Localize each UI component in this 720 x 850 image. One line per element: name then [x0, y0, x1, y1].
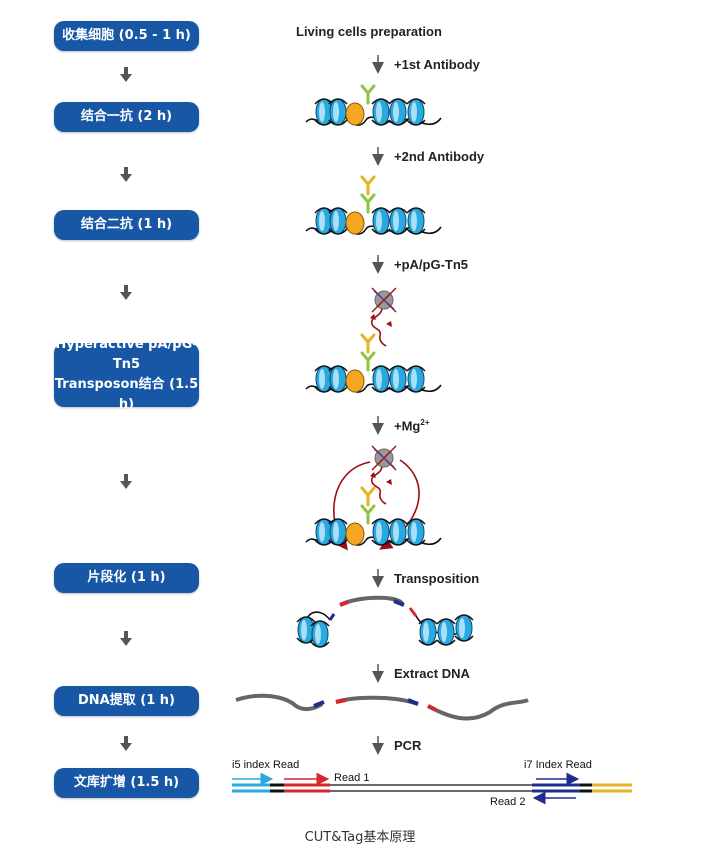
figure-caption: CUT&Tag基本原理: [304, 830, 416, 845]
step-library-amplification: 文库扩增 (1.5 h): [54, 768, 199, 798]
down-arrow-icon: [120, 631, 132, 646]
step-label-line1: Hyperactive pA/pG-Tn5: [55, 337, 198, 372]
step-label-line2: Transposon结合 (1.5 h): [54, 377, 199, 412]
schematic-title: Living cells preparation: [296, 24, 442, 39]
label-read1: Read 1: [334, 772, 369, 784]
step-label: 结合二抗 (1 h): [80, 217, 173, 232]
tn5-complex-stage-4: [369, 445, 397, 505]
step-collect-cells: 收集细胞 (0.5 - 1 h): [54, 21, 199, 51]
step-dna-extraction: DNA提取 (1 h): [54, 686, 199, 716]
step-label: DNA提取 (1 h): [78, 693, 175, 708]
label-transposition: Transposition: [394, 571, 480, 586]
mg-text: +Mg: [394, 418, 421, 434]
step-secondary-antibody: 结合二抗 (1 h): [54, 210, 199, 240]
down-arrow-icon: [120, 67, 132, 82]
chromatin-stage-2: [306, 175, 441, 234]
label-second-antibody: +2nd Antibody: [394, 149, 485, 164]
label-tn5: +pA/pG-Tn5: [394, 257, 469, 272]
chromatin-stage-4: [306, 486, 441, 545]
mg-superscript: 2+: [420, 418, 430, 427]
label-i7-index-read: i7 Index Read: [524, 759, 592, 771]
step-label: 片段化 (1 h): [87, 570, 166, 585]
label-extract-dna: Extract DNA: [394, 666, 470, 681]
down-arrow-icon: [120, 474, 132, 489]
label-read2: Read 2: [490, 796, 525, 808]
pcr-library: [232, 772, 632, 805]
step-label: 收集细胞 (0.5 - 1 h): [62, 28, 191, 43]
transposed-fragments: [296, 595, 474, 648]
down-arrow-icon: [120, 736, 132, 751]
chromatin-stage-3: [306, 333, 441, 392]
label-first-antibody: +1st Antibody: [394, 57, 480, 72]
step-primary-antibody: 结合一抗 (2 h): [54, 102, 199, 132]
chromatin-stage-1: [306, 84, 441, 125]
step-fragmentation: 片段化 (1 h): [54, 563, 199, 593]
step-label: 结合一抗 (2 h): [80, 109, 173, 124]
extracted-dna-fragments: [235, 693, 529, 721]
step-tn5-binding: Hyperactive pA/pG-Tn5 Transposon结合 (1.5 …: [54, 337, 199, 412]
down-arrow-icon: [120, 285, 132, 300]
down-arrow-icon: [120, 167, 132, 182]
label-i5-index-read: i5 index Read: [232, 759, 299, 771]
label-magnesium: +Mg2+: [394, 418, 430, 433]
step-label: 文库扩增 (1.5 h): [73, 775, 180, 790]
label-pcr: PCR: [394, 738, 422, 753]
